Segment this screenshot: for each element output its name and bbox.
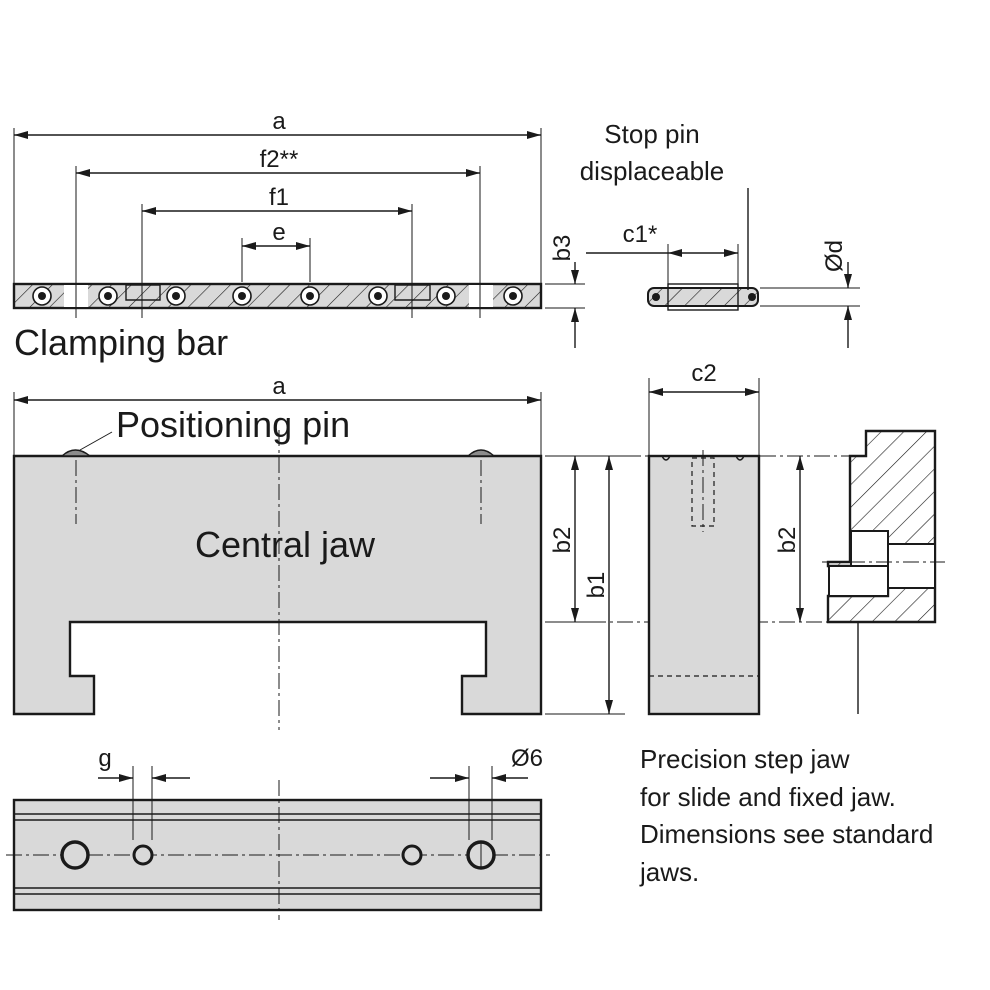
dim-label-b1: b1 (583, 572, 610, 599)
dim-label-g: g (98, 745, 111, 772)
stop-pin-title-line1: Stop pin (604, 119, 699, 149)
central-jaw-side-view: c2 b2 (647, 360, 804, 716)
note-line2: for slide and fixed jaw. (640, 782, 896, 812)
dim-label-phi6: Ø6 (511, 745, 543, 772)
dim-label-b2-front: b2 (549, 527, 576, 554)
positioning-pin-right (466, 449, 496, 457)
central-jaw-section-view (822, 429, 945, 714)
dim-label-f2: f2** (260, 146, 299, 173)
dim-label-d: Ød (821, 240, 848, 272)
top-view-hole-small-left (132, 844, 154, 866)
clamping-bar-body (12, 282, 543, 310)
central-jaw-side-body (647, 454, 761, 716)
dim-label-a-top: a (272, 108, 286, 135)
dim-label-a-mid: a (272, 373, 286, 400)
central-jaw-body (12, 454, 543, 716)
dim-label-e: e (272, 219, 285, 246)
stop-pin-view: Stop pin displaceable c1* Ød (580, 119, 860, 348)
note-line4: jaws. (639, 857, 699, 887)
note-block: Precision step jaw for slide and fixed j… (639, 744, 933, 887)
stop-pin-body (647, 287, 759, 307)
positioning-pin-left (60, 449, 92, 457)
clamping-bar-screws (32, 286, 523, 306)
dim-label-c2: c2 (691, 360, 716, 387)
clamping-bar-label: Clamping bar (14, 322, 228, 363)
section-bore-inner (887, 543, 936, 589)
top-view-hole-small-right (401, 844, 423, 866)
top-view-hole-large-left (60, 840, 90, 870)
central-jaw-label: Central jaw (195, 524, 376, 565)
central-jaw-front-view: a Positioning pin Central jaw b2 b1 (12, 373, 880, 730)
stop-pin-title-line2: displaceable (580, 156, 725, 186)
dim-label-c1: c1* (623, 221, 658, 248)
dim-label-b2-side: b2 (774, 527, 801, 554)
clamping-bar-view: a f2** f1 e b3 Clamping bar (12, 108, 585, 363)
dim-label-f1: f1 (269, 184, 289, 211)
positioning-pin-label: Positioning pin (116, 404, 350, 445)
clamping-bar-pocket (125, 284, 161, 301)
note-line3: Dimensions see standard (640, 819, 933, 849)
dim-label-b3: b3 (549, 235, 576, 262)
clamping-bar-slot (469, 285, 493, 307)
stop-pin-sleeve (667, 283, 739, 311)
note-line1: Precision step jaw (640, 744, 850, 774)
section-bore (850, 530, 889, 567)
clamping-bar-pocket (394, 284, 431, 301)
central-jaw-top-view: g Ø6 (6, 745, 550, 920)
